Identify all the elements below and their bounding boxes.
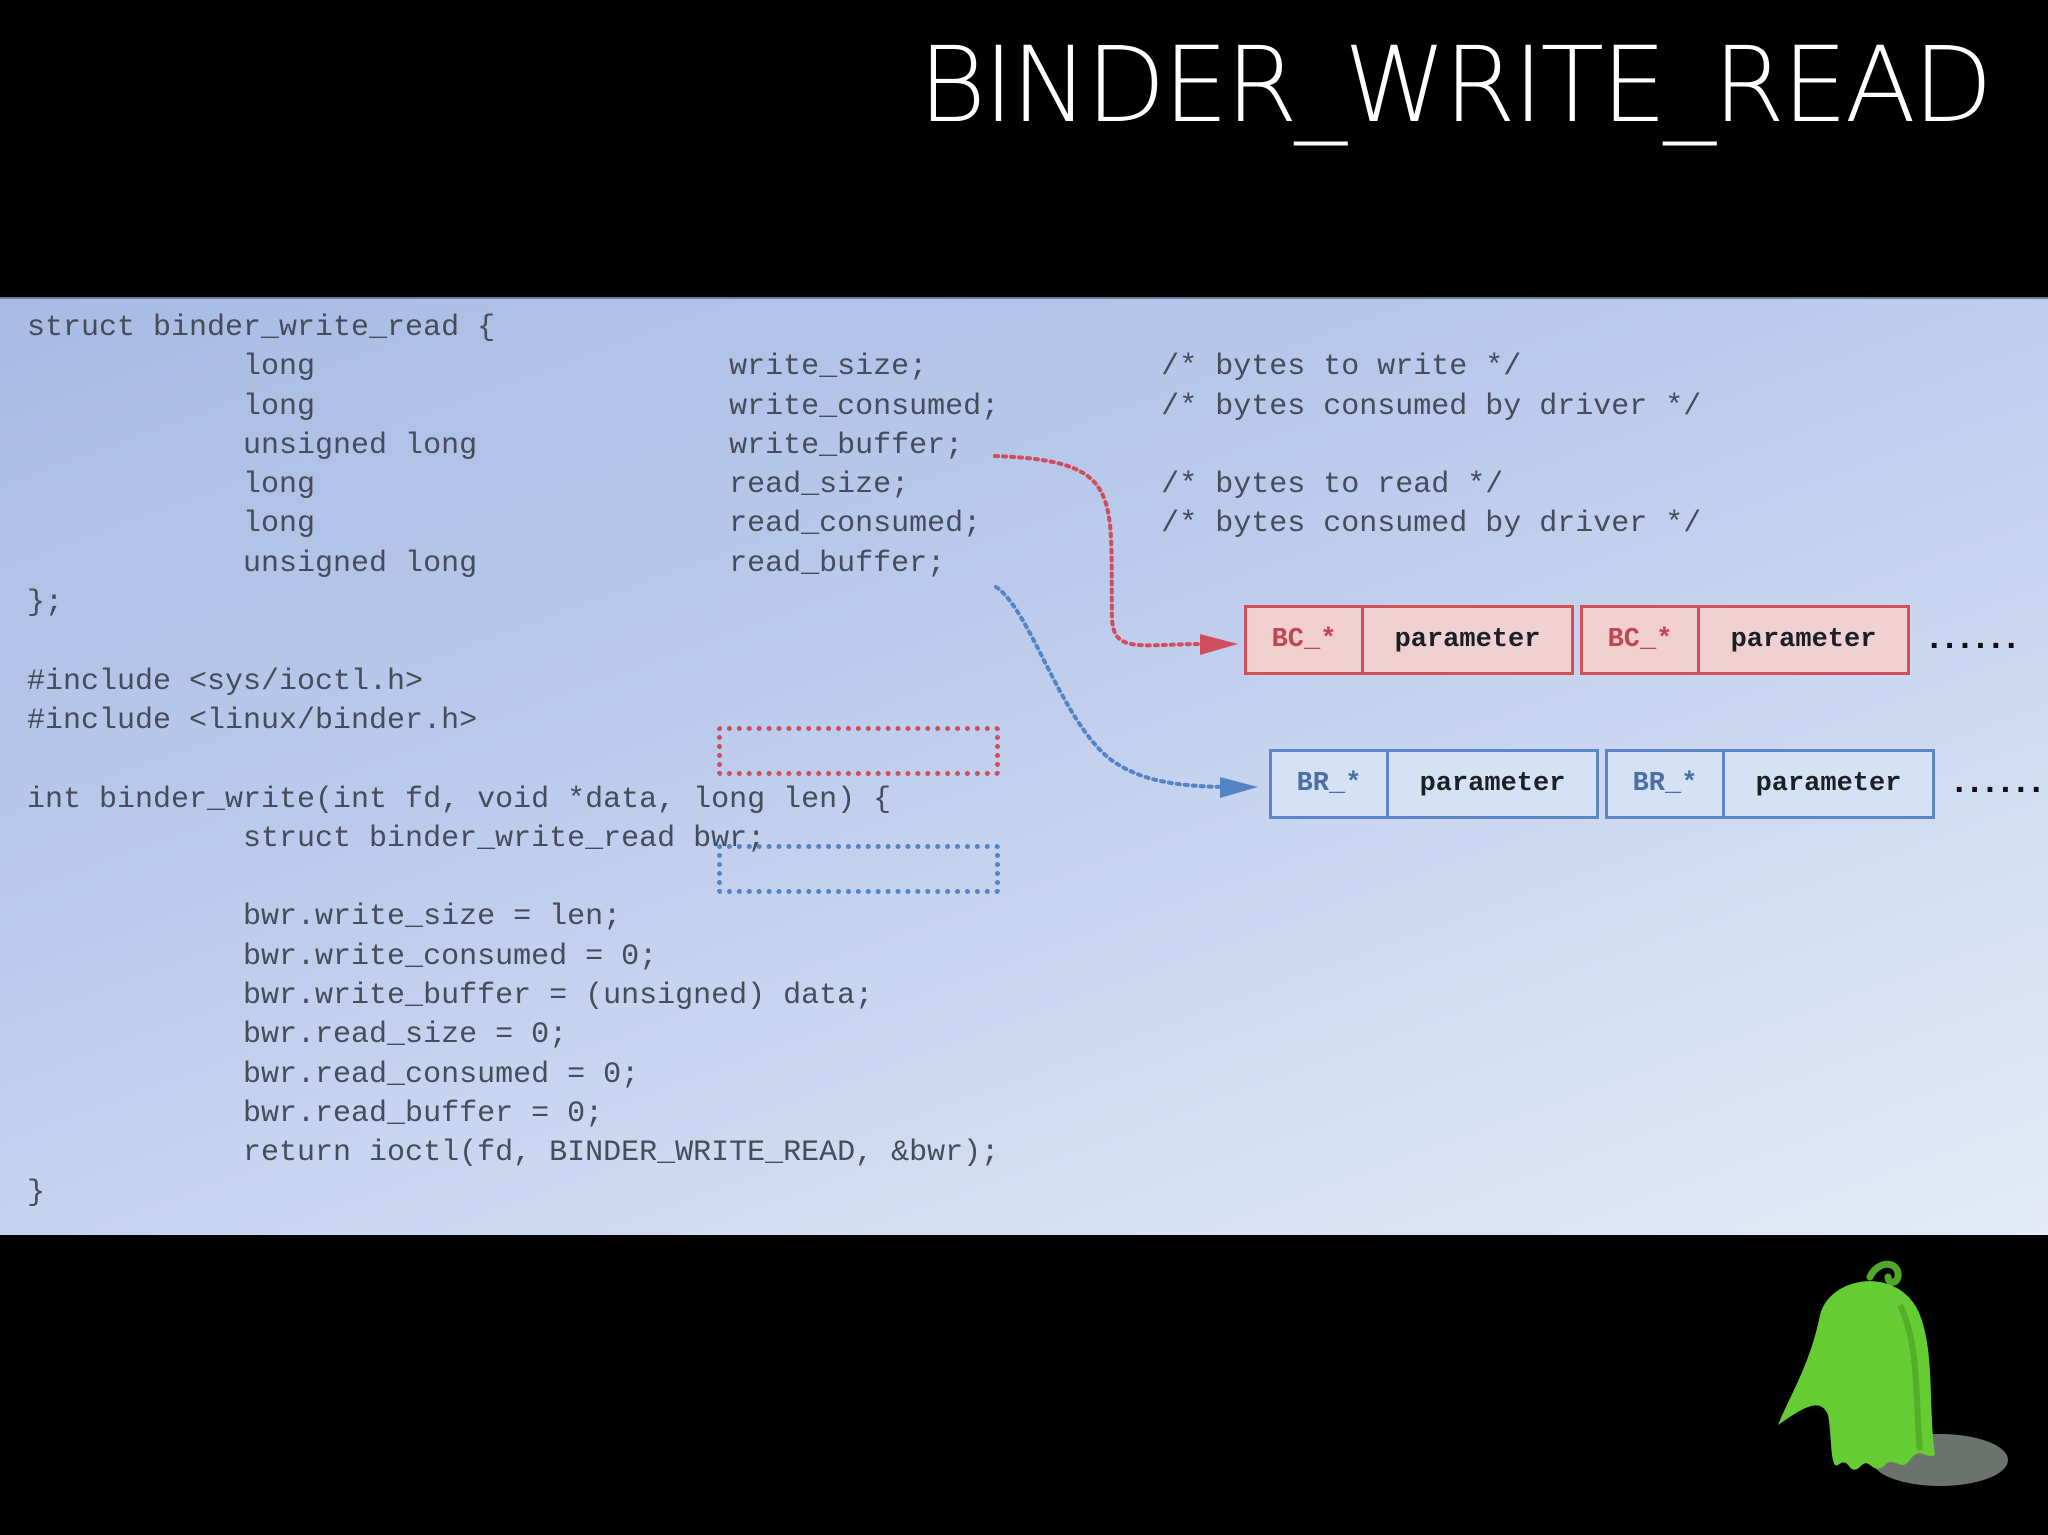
write-stream: BC_* parameter BC_* parameter ...... xyxy=(1244,605,2021,675)
br-command-cell: BR_* xyxy=(1605,749,1725,819)
write-stream-ellipsis: ...... xyxy=(1924,621,2021,659)
code-block: struct binder_write_read { long write_si… xyxy=(27,311,1702,1210)
diagram-figure: struct binder_write_read { long write_si… xyxy=(0,297,2048,1235)
bc-parameter-cell: parameter xyxy=(1364,605,1574,675)
write-buffer-arrowhead xyxy=(1200,634,1238,655)
br-parameter-cell: parameter xyxy=(1389,749,1599,819)
buffer-arrows xyxy=(993,454,1258,798)
bc-parameter-cell: parameter xyxy=(1700,605,1910,675)
write-buffer-highlight xyxy=(717,726,1000,776)
bc-command-cell: BC_* xyxy=(1580,605,1700,675)
slide-title: BINDER_WRITE_READ xyxy=(918,24,1993,146)
write-buffer-arrow xyxy=(993,454,1207,648)
bc-command-cell: BC_* xyxy=(1244,605,1364,675)
read-stream: BR_* parameter BR_* parameter ...... xyxy=(1269,749,2046,819)
read-buffer-highlight xyxy=(717,844,1000,894)
read-buffer-arrow xyxy=(994,585,1227,789)
green-ghost-mascot-icon xyxy=(1778,1260,2008,1486)
read-stream-ellipsis: ...... xyxy=(1949,765,2046,803)
br-parameter-cell: parameter xyxy=(1725,749,1935,819)
read-buffer-arrowhead xyxy=(1220,777,1258,798)
br-command-cell: BR_* xyxy=(1269,749,1389,819)
